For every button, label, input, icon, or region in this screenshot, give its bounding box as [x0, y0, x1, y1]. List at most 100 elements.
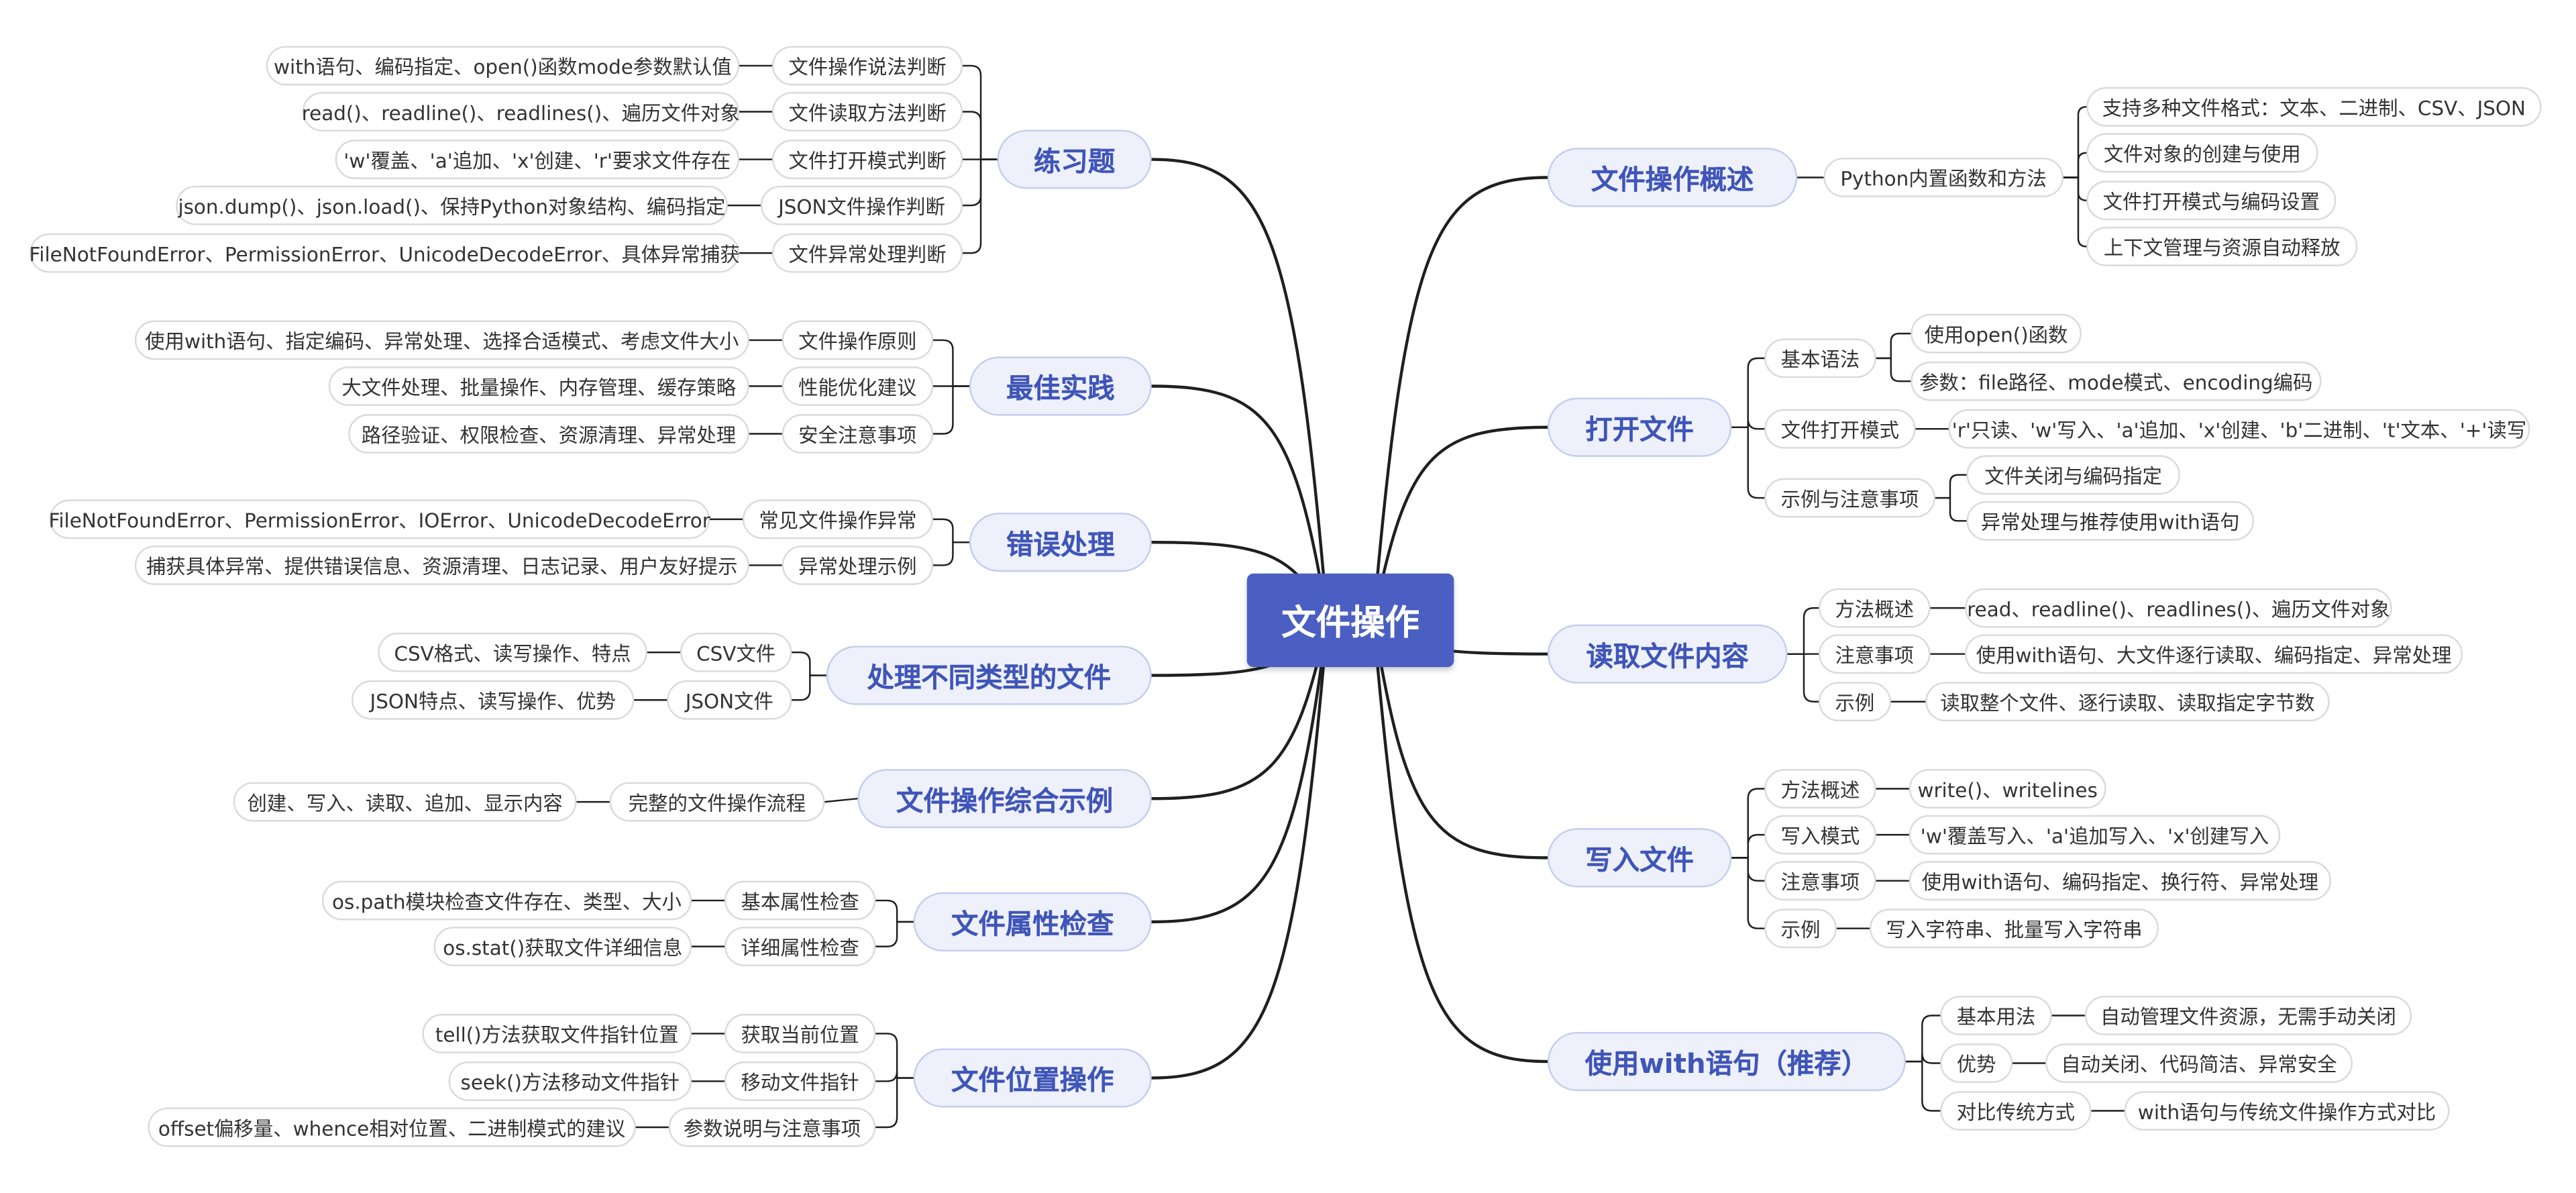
leaf-connector — [2062, 152, 2088, 178]
subtopic-json[interactable]: JSON文件 — [667, 680, 792, 720]
branch-full-example[interactable]: 文件操作综合示例 — [857, 769, 1152, 829]
leaf-ex-json[interactable]: json.dump()、json.load()、保持Python对象结构、编码指… — [176, 185, 728, 225]
branch-file-ops-overview[interactable]: 文件操作概述 — [1547, 148, 1798, 207]
subtopic-seek-params[interactable]: 参数说明与注意事项 — [668, 1107, 876, 1147]
leaf-multi-format[interactable]: 支持多种文件格式：文本、二进制、CSV、JSON — [2086, 87, 2542, 127]
subtopic-common-exceptions[interactable]: 常见文件操作异常 — [742, 499, 934, 539]
subtopic-basic-syntax[interactable]: 基本语法 — [1764, 338, 1876, 378]
leaf-connector — [2062, 176, 2088, 248]
leaf-with-advantages[interactable]: 自动关闭、代码简洁、异常安全 — [2045, 1043, 2353, 1083]
leaf-full-flow[interactable]: 创建、写入、读取、追加、显示内容 — [233, 782, 577, 822]
leaf-json[interactable]: JSON特点、读写操作、优势 — [352, 680, 635, 720]
subtopic-ex-mode[interactable]: 文件打开模式判断 — [772, 140, 963, 179]
subtopic-connector — [1731, 357, 1766, 428]
branch-with-statement[interactable]: 使用with语句（推荐） — [1547, 1031, 1906, 1092]
leaf-exception-example[interactable]: 捕获具体异常、提供错误信息、资源清理、日志记录、用户友好提示 — [134, 546, 749, 585]
leaf-context-manager[interactable]: 上下文管理与资源自动释放 — [2086, 226, 2358, 266]
subtopic-with-compare[interactable]: 对比传统方式 — [1940, 1091, 2092, 1131]
central-topic[interactable]: 文件操作 — [1246, 573, 1454, 668]
subtopic-open-modes[interactable]: 文件打开模式 — [1764, 409, 1916, 449]
leaf-exception-with[interactable]: 异常处理与推荐使用with语句 — [1966, 501, 2255, 541]
subtopic-connector — [1731, 426, 1766, 499]
leaf-connector — [1934, 497, 1968, 522]
leaf-tell[interactable]: tell()方法获取文件指针位置 — [422, 1014, 692, 1053]
subtopic-connector — [1786, 607, 1820, 655]
branch-best-practices[interactable]: 最佳实践 — [969, 356, 1152, 416]
subtopic-ex-statement[interactable]: 文件操作说法判断 — [772, 46, 963, 86]
subtopic-security[interactable]: 安全注意事项 — [782, 414, 934, 454]
subtopic-python-builtins[interactable]: Python内置函数和方法 — [1823, 158, 2063, 197]
subtopic-connector — [1731, 788, 1766, 859]
subtopic-move-pointer[interactable]: 移动文件指针 — [724, 1061, 876, 1101]
leaf-common-exceptions[interactable]: FileNotFoundError、PermissionError、IOErro… — [49, 499, 710, 539]
leaf-principles[interactable]: 使用with语句、指定编码、异常处理、选择合适模式、考虑文件大小 — [134, 320, 749, 360]
branch-file-position[interactable]: 文件位置操作 — [913, 1048, 1152, 1108]
leaf-seek-params[interactable]: offset偏移量、whence相对位置、二进制模式的建议 — [148, 1107, 636, 1147]
leaf-with-auto-manage[interactable]: 自动管理文件资源，无需手动关闭 — [2084, 996, 2412, 1035]
leaf-write-example[interactable]: 写入字符串、批量写入字符串 — [1869, 909, 2159, 949]
leaf-open-params[interactable]: 参数：file路径、mode模式、encoding编码 — [1911, 361, 2322, 401]
branch-connector — [1150, 158, 1329, 622]
subtopic-ex-exception[interactable]: 文件异常处理判断 — [772, 233, 963, 273]
subtopic-with-basic[interactable]: 基本用法 — [1940, 996, 2052, 1035]
subtopic-write-notes[interactable]: 注意事项 — [1764, 861, 1876, 901]
leaf-ex-mode[interactable]: 'w'覆盖、'a'追加、'x'创建、'r'要求文件存在 — [335, 140, 740, 179]
leaf-security[interactable]: 路径验证、权限检查、资源清理、异常处理 — [348, 414, 749, 454]
subtopic-connector — [1731, 857, 1766, 929]
subtopic-exception-example[interactable]: 异常处理示例 — [782, 546, 934, 585]
subtopic-csv[interactable]: CSV文件 — [680, 632, 792, 672]
subtopic-write-example[interactable]: 示例 — [1764, 909, 1837, 949]
subtopic-basic-attributes[interactable]: 基本属性检查 — [724, 880, 876, 921]
subtopic-full-flow[interactable]: 完整的文件操作流程 — [609, 782, 825, 822]
branch-read-file[interactable]: 读取文件内容 — [1547, 624, 1788, 684]
leaf-close-encoding[interactable]: 文件关闭与编码指定 — [1966, 455, 2180, 495]
subtopic-performance[interactable]: 性能优化建议 — [782, 366, 934, 406]
subtopic-read-example[interactable]: 示例 — [1819, 682, 1891, 722]
leaf-file-object[interactable]: 文件对象的创建与使用 — [2086, 133, 2318, 173]
branch-open-file[interactable]: 打开文件 — [1547, 397, 1732, 457]
leaf-ex-read[interactable]: read()、readline()、readlines()、遍历文件对象 — [302, 92, 740, 132]
leaf-csv[interactable]: CSV格式、读写操作、特点 — [378, 632, 647, 672]
leaf-write-method-list[interactable]: write()、writelines — [1909, 769, 2106, 809]
subtopic-connector — [824, 797, 859, 803]
subtopic-read-notes[interactable]: 注意事项 — [1819, 634, 1931, 674]
branch-connector — [1372, 619, 1550, 860]
subtopic-connector — [961, 158, 998, 254]
leaf-read-notes[interactable]: 使用with语句、大文件逐行读取、编码指定、异常处理 — [1965, 634, 2463, 674]
leaf-ex-exception[interactable]: FileNotFoundError、PermissionError、Unicod… — [30, 233, 740, 273]
subtopic-ex-json[interactable]: JSON文件操作判断 — [760, 185, 963, 225]
leaf-read-example[interactable]: 读取整个文件、逐行读取、读取指定字节数 — [1925, 682, 2330, 722]
leaf-with-compare[interactable]: with语句与传统文件操作方式对比 — [2124, 1091, 2450, 1131]
leaf-os-stat[interactable]: os.stat()获取文件详细信息 — [433, 927, 692, 967]
subtopic-principles[interactable]: 文件操作原则 — [782, 320, 934, 360]
subtopic-ex-read[interactable]: 文件读取方法判断 — [772, 92, 963, 132]
subtopic-connector — [1731, 833, 1766, 859]
leaf-use-open[interactable]: 使用open()函数 — [1911, 313, 2082, 354]
subtopic-connector — [1904, 1053, 1941, 1064]
subtopic-get-position[interactable]: 获取当前位置 — [724, 1014, 876, 1053]
leaf-seek[interactable]: seek()方法移动文件指针 — [448, 1061, 692, 1101]
branch-error-handling[interactable]: 错误处理 — [969, 513, 1152, 572]
branch-file-attributes[interactable]: 文件属性检查 — [913, 892, 1152, 951]
leaf-mode-list[interactable]: 'r'只读、'w'写入、'a'追加、'x'创建、'b'二进制、't'文本、'+'… — [1948, 409, 2530, 449]
subtopic-detail-attributes[interactable]: 详细属性检查 — [724, 927, 876, 967]
subtopic-connector — [932, 339, 971, 387]
subtopic-with-advantages[interactable]: 优势 — [1940, 1043, 2013, 1083]
subtopic-connector — [875, 1033, 914, 1079]
leaf-performance[interactable]: 大文件处理、批量操作、内存管理、缓存策略 — [328, 366, 749, 406]
branch-write-file[interactable]: 写入文件 — [1547, 828, 1732, 888]
subtopic-examples-notes[interactable]: 示例与注意事项 — [1764, 478, 1935, 518]
leaf-open-mode-encoding[interactable]: 文件打开模式与编码设置 — [2086, 180, 2337, 221]
subtopic-read-methods[interactable]: 方法概述 — [1819, 588, 1931, 628]
leaf-os-path[interactable]: os.path模块检查文件存在、类型、大小 — [322, 880, 692, 921]
leaf-write-notes[interactable]: 使用with语句、编码指定、换行符、异常处理 — [1909, 861, 2332, 901]
subtopic-connector — [961, 64, 998, 160]
branch-exercises[interactable]: 练习题 — [997, 129, 1152, 189]
subtopic-write-methods[interactable]: 方法概述 — [1764, 769, 1876, 809]
branch-file-types[interactable]: 处理不同类型的文件 — [826, 645, 1152, 705]
leaf-ex-statement[interactable]: with语句、编码指定、open()函数mode参数默认值 — [266, 46, 740, 86]
subtopic-write-modes[interactable]: 写入模式 — [1764, 815, 1876, 855]
leaf-write-mode-list[interactable]: 'w'覆盖写入、'a'追加写入、'x'创建写入 — [1909, 815, 2281, 855]
leaf-read-method-list[interactable]: read、readline()、readlines()、遍历文件对象 — [1965, 588, 2392, 628]
